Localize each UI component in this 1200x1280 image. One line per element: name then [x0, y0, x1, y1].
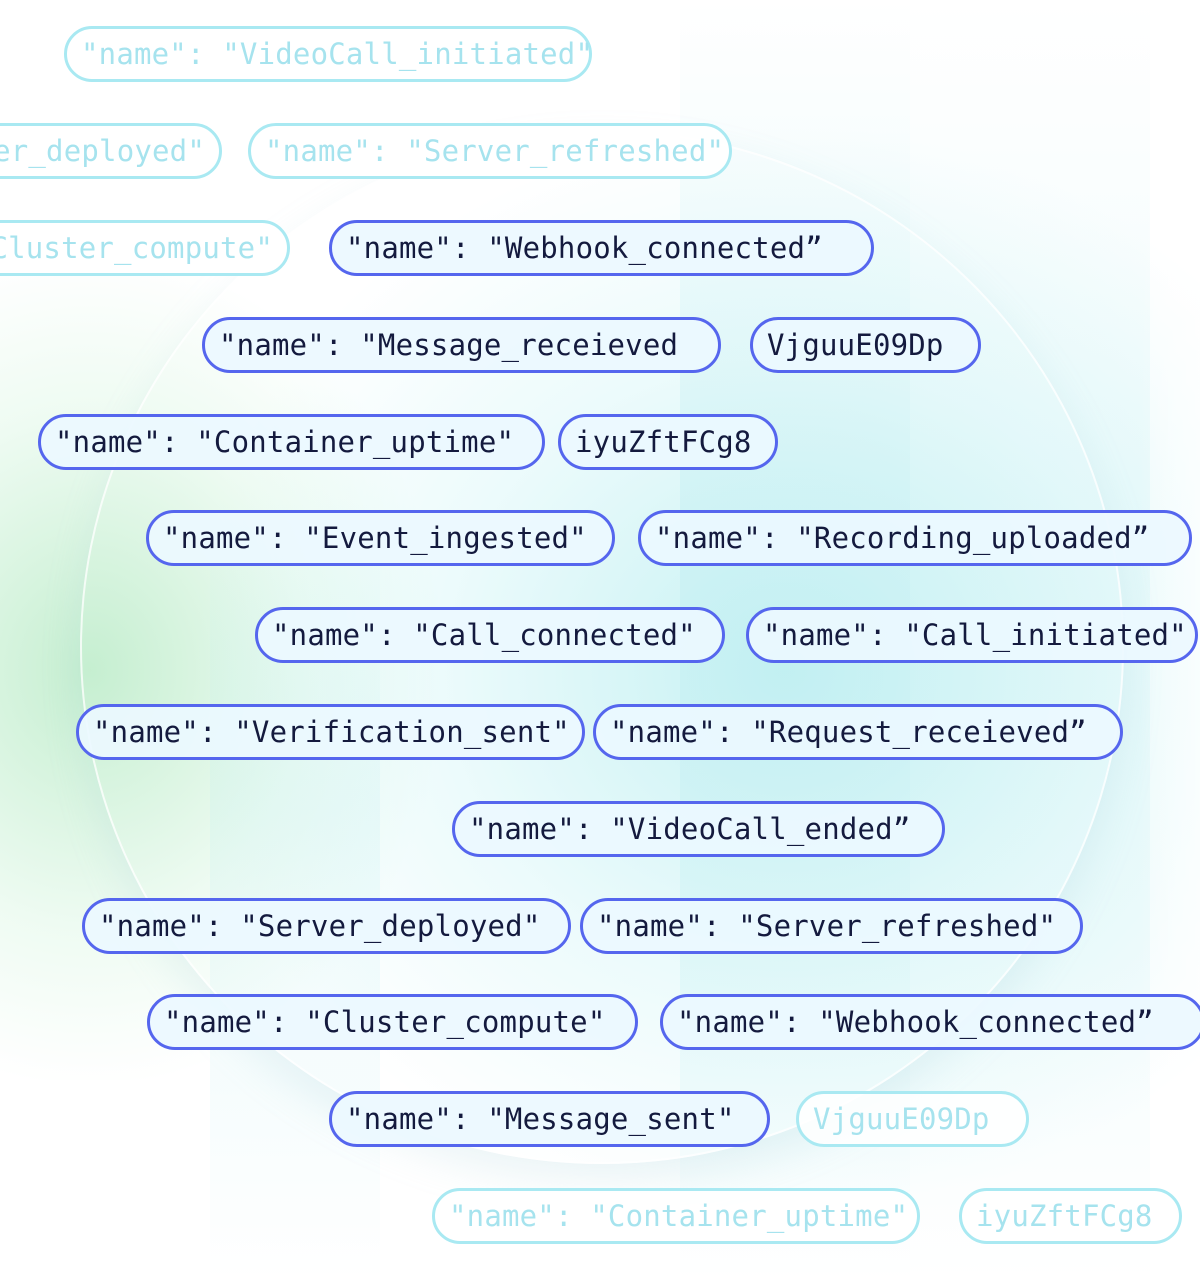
event-tag-container-uptime-faint: "name": "Container_uptime" [432, 1188, 920, 1244]
event-tag-server-deployed-cut: er_deployed" [0, 123, 222, 179]
event-tag-server-refreshed-2: "name": "Server_refreshed" [580, 898, 1083, 954]
event-tag-cluster-compute: "name": "Cluster_compute" [147, 994, 638, 1050]
event-tag-recording-uploaded: "name": "Recording_uploaded” [638, 510, 1192, 566]
event-tag-verification-sent: "name": "Verification_sent" [76, 704, 585, 760]
event-tag-server-deployed: "name": "Server_deployed" [82, 898, 571, 954]
event-tag-container-uptime: "name": "Container_uptime" [38, 414, 545, 470]
event-tag-id-iyuzftfcg8: iyuZftFCg8 [558, 414, 778, 470]
event-tag-id-iyuzftfcg8-faint: iyuZftFCg8 [959, 1188, 1182, 1244]
event-tag-cluster-compute-cut: Cluster_compute" [0, 220, 290, 276]
event-tag-call-connected: "name": "Call_connected" [255, 607, 725, 663]
event-tag-webhook-connected: "name": "Webhook_connected” [329, 220, 874, 276]
event-tag-request-receieved: "name": "Request_receieved” [593, 704, 1123, 760]
event-tag-id-vjguue09dp: VjguuE09Dp [750, 317, 981, 373]
event-tag-server-refreshed: "name": "Server_refreshed" [248, 123, 732, 179]
event-tag-message-sent: "name": "Message_sent" [329, 1091, 770, 1147]
event-tag-message-receieved: "name": "Message_receieved [202, 317, 721, 373]
event-tag-webhook-connected-2: "name": "Webhook_connected” [660, 994, 1200, 1050]
event-tag-event-ingested: "name": "Event_ingested" [146, 510, 615, 566]
event-tag-videocall-ended: "name": "VideoCall_ended” [452, 801, 945, 857]
event-tag-id-vjguue09dp-faint: VjguuE09Dp [796, 1091, 1029, 1147]
event-tag-call-initiated: "name": "Call_initiated" [746, 607, 1198, 663]
event-tag-videocall-initiated: "name": "VideoCall_initiated" [64, 26, 593, 82]
